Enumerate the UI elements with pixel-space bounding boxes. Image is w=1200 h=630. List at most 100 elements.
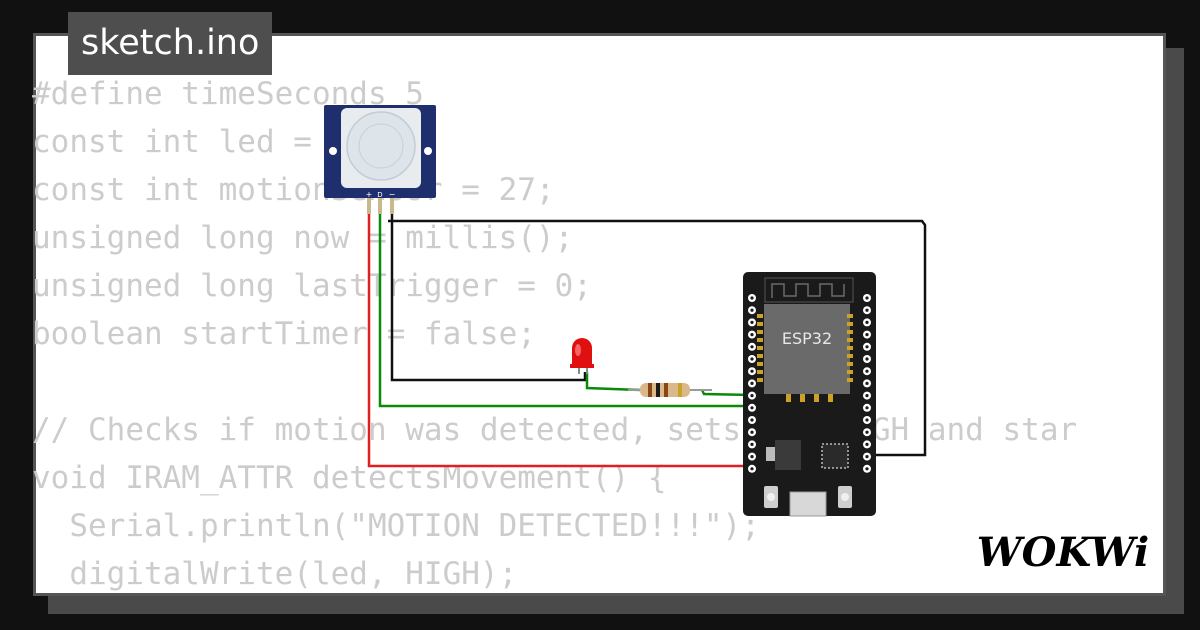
esp32-usb-chip — [821, 443, 849, 469]
esp32-regulator — [775, 440, 801, 470]
esp32-module-pad — [757, 346, 763, 350]
esp32-module-pad — [757, 322, 763, 326]
wire-signal — [378, 212, 752, 408]
esp32-pin-hole — [865, 406, 869, 410]
esp32-module-pad — [847, 378, 853, 382]
esp32-module-pad — [757, 354, 763, 358]
esp32-pin-hole — [750, 296, 754, 300]
code-line: digitalWrite(led, HIGH); — [32, 556, 518, 592]
esp32-module-pad — [757, 338, 763, 342]
wire-gnd-board — [388, 219, 927, 457]
esp32-module-pads — [757, 314, 853, 402]
esp32-module-pad — [757, 378, 763, 382]
pir-lens-ring — [358, 123, 404, 169]
esp32-pin-hole — [865, 455, 869, 459]
esp32-reset-button-cap — [841, 493, 849, 501]
esp32-pin-hole — [750, 430, 754, 434]
pir-mount-hole — [329, 147, 337, 155]
esp32-pin-hole — [865, 430, 869, 434]
esp32-pin-hole — [750, 369, 754, 373]
esp32-module-pad — [847, 346, 853, 350]
code-line: unsigned long now = millis(); — [32, 220, 574, 256]
esp32-module-pad — [757, 330, 763, 334]
esp32-pin-hole — [865, 333, 869, 337]
esp32-pin-hole — [750, 345, 754, 349]
esp32-pin-hole — [750, 455, 754, 459]
pir-lens-dome — [346, 111, 416, 181]
esp32-module-pad — [847, 338, 853, 342]
esp32-antenna-trace — [771, 283, 845, 298]
pir-pin — [378, 198, 382, 214]
pir-pin-label: + — [366, 190, 373, 199]
led-base — [570, 364, 594, 368]
code-line: Serial.println("MOTION DETECTED!!!"); — [32, 508, 760, 544]
esp32-module-pad — [847, 354, 853, 358]
resistor-band — [678, 383, 682, 397]
esp32-module-pad — [847, 362, 853, 366]
wokwi-logo-text: WOKWi — [977, 529, 1150, 576]
esp32-pin-hole — [865, 296, 869, 300]
file-title: sketch.ino — [68, 12, 273, 75]
esp32-module-pad — [847, 322, 853, 326]
esp32-module-pad — [847, 370, 853, 374]
esp32-pin-hole — [865, 381, 869, 385]
esp32-module-pad — [786, 394, 791, 402]
wire-gnd-pir — [390, 212, 587, 382]
esp32-pin-hole — [750, 418, 754, 422]
wokwi-logo: WOKWi — [977, 529, 1150, 576]
led[interactable] — [570, 338, 594, 374]
wire-resistor — [700, 389, 753, 397]
esp32-pin-hole — [865, 320, 869, 324]
esp32-pin-hole — [750, 394, 754, 398]
pir-pin — [390, 198, 394, 214]
resistor-band — [648, 383, 652, 397]
esp32-module-pad — [847, 314, 853, 318]
resistor-band — [664, 383, 668, 397]
esp32-module-pad — [757, 370, 763, 374]
esp32-pin-hole — [750, 442, 754, 446]
led-highlight — [575, 344, 581, 356]
esp32-pin-hole — [750, 467, 754, 471]
esp32-module-pad — [800, 394, 805, 402]
led-body — [572, 338, 592, 366]
esp32-pin-hole — [750, 406, 754, 410]
esp32-pin-hole — [865, 394, 869, 398]
esp32-pin-header-left — [748, 294, 756, 473]
esp32-module-pad — [757, 314, 763, 318]
esp32-module-pad — [847, 330, 853, 334]
esp32-usb-port[interactable] — [789, 491, 827, 517]
wire-led — [585, 372, 641, 392]
esp32-antenna-area — [764, 277, 854, 303]
esp32-pin-hole — [865, 308, 869, 312]
esp32-module-pad — [828, 394, 833, 402]
esp32-pin-hole — [750, 381, 754, 385]
resistor[interactable] — [628, 383, 712, 397]
resistor-band — [656, 383, 660, 397]
esp32-pin-hole — [865, 357, 869, 361]
pir-pin-label: D — [377, 191, 382, 199]
esp32-pin-hole — [865, 442, 869, 446]
pir-pin — [367, 198, 371, 214]
esp32-pin-header-right — [863, 294, 871, 473]
esp32-pin-hole — [750, 333, 754, 337]
pir-mount-hole — [424, 147, 432, 155]
esp32-boot-button-cap — [767, 493, 775, 501]
preview-card — [33, 33, 1166, 596]
esp32-regulator-tab — [766, 447, 775, 461]
pir-sensor[interactable]: + D − — [324, 105, 436, 214]
wire-vcc — [367, 212, 760, 468]
esp32-pin-hole — [750, 308, 754, 312]
esp32-pin-hole — [865, 345, 869, 349]
esp32-pin-hole — [865, 418, 869, 422]
code-line: unsigned long lastTrigger = 0; — [32, 268, 592, 304]
esp32-board[interactable]: ESP32 — [743, 272, 876, 517]
esp32-pin-hole — [750, 320, 754, 324]
esp32-pin-hole — [865, 467, 869, 471]
pir-pin-label: − — [389, 190, 396, 199]
esp32-chip-label: ESP32 — [782, 329, 832, 348]
esp32-module-pad — [757, 362, 763, 366]
esp32-module-pad — [814, 394, 819, 402]
esp32-module — [764, 304, 850, 394]
